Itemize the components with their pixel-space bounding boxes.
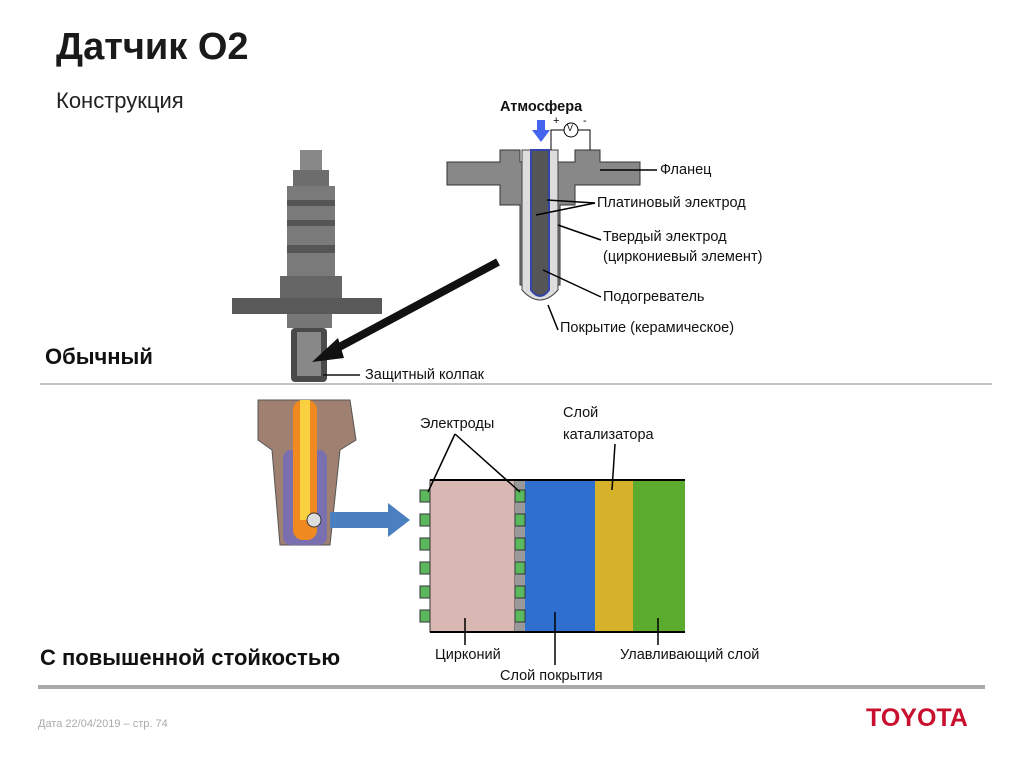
label-zirconia-element: (циркониевый элемент)	[603, 249, 763, 265]
page-title: Датчик O2	[56, 26, 249, 68]
label-flange: Фланец	[660, 162, 712, 178]
label-platinum-electrode: Платиновый электрод	[597, 195, 746, 211]
pointer-arrow	[328, 258, 500, 356]
label-atmosphere: Атмосфера	[500, 99, 583, 115]
label-protective-cap: Защитный колпак	[365, 367, 485, 383]
section-durable: С повышенной стойкостью	[40, 645, 341, 670]
label-heater: Подогреватель	[603, 289, 705, 305]
layer-leader-lines	[427, 433, 659, 665]
section-regular: Обычный	[45, 344, 153, 369]
label-zirconium: Цирконий	[435, 647, 501, 663]
label-plus: +	[553, 115, 560, 127]
label-catalyst-2: катализатора	[563, 427, 654, 443]
label-solid-electrode: Твердый электрод	[603, 229, 727, 245]
leader-lines	[535, 169, 657, 331]
label-coating: Покрытие (керамическое)	[560, 320, 735, 336]
label-catalyst-1: Слой	[563, 405, 599, 421]
label-electrodes: Электроды	[420, 416, 495, 432]
label-minus: -	[583, 115, 587, 127]
footer-divider	[38, 685, 985, 689]
label-coating-layer: Слой покрытия	[500, 668, 603, 684]
layer-diagram	[419, 479, 685, 633]
page-subtitle: Конструкция	[56, 88, 184, 113]
label-trap-layer: Улавливающий слой	[620, 647, 760, 663]
durable-sensor-illustration	[257, 399, 357, 546]
toyota-logo: TOYOTA	[866, 704, 968, 732]
regular-sensor-illustration	[232, 150, 382, 382]
cross-section-illustration	[446, 120, 641, 301]
blue-arrow	[330, 503, 410, 537]
label-voltmeter: V	[567, 123, 574, 133]
footer-date: Дата 22/04/2019 – стр. 74	[38, 718, 168, 730]
